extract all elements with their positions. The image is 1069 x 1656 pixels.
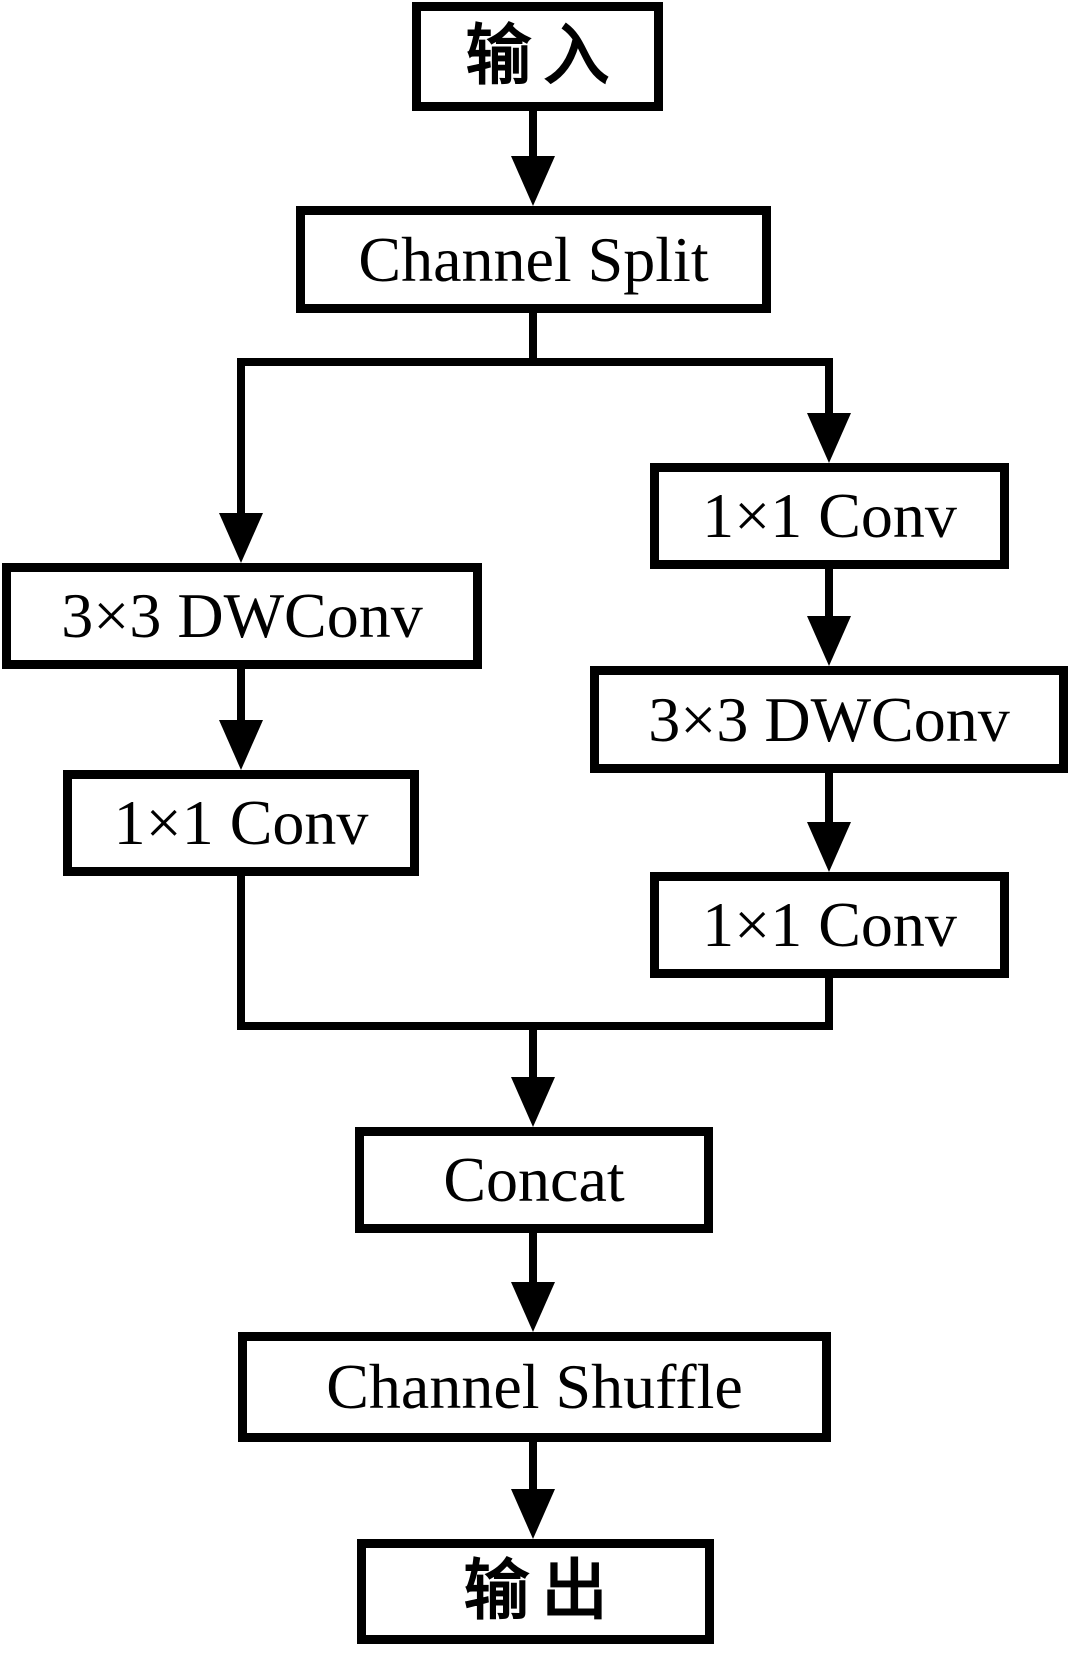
node-left-conv-label: 1×1 Conv — [113, 787, 369, 858]
node-channel-shuffle-label: Channel Shuffle — [326, 1351, 743, 1422]
edge-merge-to-concat-line — [529, 1030, 537, 1082]
edge-split-stem-line — [529, 312, 537, 362]
node-right-conv-bottom-label: 1×1 Conv — [702, 889, 957, 960]
node-concat-label: Concat — [443, 1144, 625, 1215]
node-channel-split: Channel Split — [296, 206, 771, 313]
edge-right-conv-to-dwconv-line — [825, 569, 833, 621]
node-right-conv-bottom: 1×1 Conv — [650, 872, 1009, 978]
node-left-dwconv: 3×3 DWConv — [2, 563, 482, 669]
arrowhead-into-channel-split — [511, 156, 555, 206]
node-left-conv: 1×1 Conv — [63, 770, 419, 876]
edge-right-dwconv-to-conv-line — [825, 773, 833, 827]
edge-left-dwconv-to-conv-line — [237, 669, 245, 725]
node-channel-shuffle: Channel Shuffle — [238, 1332, 831, 1442]
edge-right-conv-to-merge-line — [825, 978, 833, 1030]
node-right-dwconv-label: 3×3 DWConv — [648, 683, 1010, 755]
arrowhead-into-right-conv-top — [807, 413, 851, 463]
edge-bar-to-left-dwconv-line — [237, 358, 245, 518]
arrowhead-into-right-dwconv — [807, 616, 851, 666]
edge-left-conv-to-merge-line — [237, 876, 245, 1030]
node-output-label: 输出 — [463, 1554, 620, 1628]
arrowhead-into-left-conv — [219, 720, 263, 770]
arrowhead-into-left-dwconv — [219, 513, 263, 563]
node-input: 输入 — [412, 2, 663, 111]
node-right-conv-top: 1×1 Conv — [650, 463, 1009, 569]
edge-shuffle-to-output-line — [529, 1442, 537, 1494]
node-left-dwconv-label: 3×3 DWConv — [61, 580, 423, 651]
edge-input-to-split-line — [529, 110, 537, 160]
node-input-label: 输入 — [465, 19, 622, 93]
node-right-dwconv: 3×3 DWConv — [590, 666, 1068, 773]
arrowhead-into-right-conv-bottom — [807, 822, 851, 872]
merge-branch-bar — [237, 1022, 833, 1030]
split-branch-bar — [237, 358, 833, 366]
edge-concat-to-shuffle-line — [529, 1233, 537, 1287]
node-channel-split-label: Channel Split — [358, 223, 709, 295]
arrowhead-into-concat — [511, 1077, 555, 1127]
arrowhead-into-output — [511, 1489, 555, 1539]
node-concat: Concat — [355, 1127, 713, 1233]
node-right-conv-top-label: 1×1 Conv — [702, 480, 957, 551]
edge-bar-to-right-conv-line — [825, 358, 833, 418]
arrowhead-into-channel-shuffle — [511, 1282, 555, 1332]
node-output: 输出 — [357, 1539, 714, 1644]
